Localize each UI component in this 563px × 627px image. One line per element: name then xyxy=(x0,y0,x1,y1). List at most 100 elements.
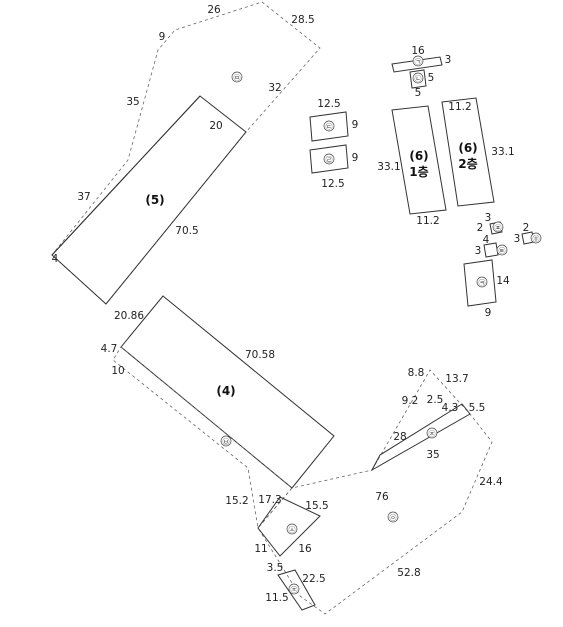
dim-d21: 11.2 xyxy=(416,215,439,227)
dim-d9: 70.5 xyxy=(175,225,198,237)
dim-d42: 24.4 xyxy=(479,476,503,488)
dim-d47: 11 xyxy=(254,543,267,555)
parcel-4 xyxy=(112,295,335,529)
dim-d49: 3.5 xyxy=(267,562,284,574)
dim-d6: 20 xyxy=(209,120,222,132)
building-6-floor-2 xyxy=(441,97,495,207)
dim-d44: 15.2 xyxy=(225,495,248,507)
dim-d3: 9 xyxy=(159,31,166,43)
dim-d29: 9 xyxy=(485,307,492,319)
dim-d32: 10 xyxy=(111,365,124,377)
lower-parcel-boundary xyxy=(257,369,493,615)
parcel-5-boundary xyxy=(51,1,321,305)
marker-c5: ㉤ xyxy=(231,71,243,83)
svg-text:㉢: ㉢ xyxy=(326,123,333,131)
dim-d19: 33.1 xyxy=(377,161,400,173)
svg-text:㉨: ㉨ xyxy=(429,430,436,438)
dim-d28: 14 xyxy=(496,275,510,287)
svg-text:㉬: ㉬ xyxy=(495,224,502,232)
building-3 xyxy=(309,111,349,142)
dim-d26: 4 xyxy=(483,234,490,246)
svg-text:㉠: ㉠ xyxy=(415,58,422,66)
marker-c10: ㉩ xyxy=(288,583,300,595)
label-building-4: (4) xyxy=(216,384,235,398)
building-5-divider xyxy=(51,95,201,256)
marker-c6: ㉥ xyxy=(220,435,232,447)
dim-d46: 15.5 xyxy=(305,500,328,512)
dim-d30: 20.86 xyxy=(114,310,144,322)
marker-c1: ㉠ xyxy=(412,55,424,67)
dim-d52: 52.8 xyxy=(397,567,420,579)
dim-d5: 32 xyxy=(268,82,281,94)
dim-d38: 4.3 xyxy=(442,402,459,414)
marker-c14: ㉭ xyxy=(530,232,542,244)
label-building-6a-no: (6) xyxy=(409,149,428,163)
building-2 xyxy=(409,69,427,89)
building-small-4 xyxy=(463,259,497,307)
building-6-floor-1 xyxy=(391,105,447,215)
svg-text:㉧: ㉧ xyxy=(390,514,397,522)
dim-d35: 13.7 xyxy=(445,373,468,385)
dim-d1: 26 xyxy=(207,4,221,16)
svg-text:㉪: ㉪ xyxy=(479,279,486,287)
dim-d14: 12.5 xyxy=(317,98,340,110)
dim-d43: 76 xyxy=(375,491,389,503)
dim-d12: 5 xyxy=(428,72,435,84)
marker-c8: ㉧ xyxy=(387,511,399,523)
dimension-labels: 26 28.5 9 35 32 20 37 4 70.5 16 3 5 5 12… xyxy=(52,4,530,604)
building-cha xyxy=(277,569,316,611)
dim-d36: 9.2 xyxy=(402,395,419,407)
svg-text:㉤: ㉤ xyxy=(234,74,241,82)
dim-d40: 28 xyxy=(393,431,406,443)
marker-c11: ㉪ xyxy=(476,276,488,288)
marker-c7: ㉦ xyxy=(286,523,298,535)
dim-d25: 3 xyxy=(514,233,521,245)
svg-text:㉭: ㉭ xyxy=(533,235,540,243)
dim-d23: 2 xyxy=(477,222,484,234)
dim-d13: 5 xyxy=(415,87,422,99)
small-buildings xyxy=(309,56,535,307)
dim-d33: 70.58 xyxy=(245,349,275,361)
svg-text:㉩: ㉩ xyxy=(291,586,298,594)
dim-d15: 9 xyxy=(352,119,359,131)
dim-d8: 4 xyxy=(52,253,59,265)
label-building-6b-floor: 2층 xyxy=(458,156,477,171)
dim-d20: 33.1 xyxy=(491,146,514,158)
marker-c9: ㉨ xyxy=(426,427,438,439)
building-sa xyxy=(257,496,321,557)
label-building-6a-floor: 1층 xyxy=(409,164,428,179)
building-4s xyxy=(309,144,349,174)
svg-text:㉡: ㉡ xyxy=(415,75,422,83)
building-1 xyxy=(391,56,443,73)
marker-c2: ㉡ xyxy=(412,72,424,84)
dim-d10: 16 xyxy=(411,45,425,57)
dim-d41: 35 xyxy=(426,449,439,461)
dim-d17: 12.5 xyxy=(321,178,344,190)
dim-d24: 2 xyxy=(523,222,530,234)
label-building-6b-no: (6) xyxy=(458,141,477,155)
dim-d39: 5.5 xyxy=(469,402,486,414)
marker-c3: ㉢ xyxy=(323,120,335,132)
svg-text:㉥: ㉥ xyxy=(223,438,230,446)
dim-d51: 11.5 xyxy=(265,592,288,604)
label-building-5: (5) xyxy=(145,193,164,207)
dim-d4: 35 xyxy=(126,96,139,108)
dim-d50: 22.5 xyxy=(302,573,325,585)
marker-c12: ㉫ xyxy=(496,244,508,256)
svg-text:㉫: ㉫ xyxy=(499,247,506,255)
dim-d45: 17.3 xyxy=(258,494,281,506)
dim-d34: 8.8 xyxy=(408,367,425,379)
svg-text:㉣: ㉣ xyxy=(326,156,333,164)
dim-d16: 9 xyxy=(352,152,359,164)
marker-c4: ㉣ xyxy=(323,153,335,165)
dim-d11: 3 xyxy=(445,54,452,66)
dim-d27: 3 xyxy=(475,245,482,257)
dim-d7: 37 xyxy=(77,191,90,203)
dim-d22: 3 xyxy=(485,212,492,224)
svg-text:㉦: ㉦ xyxy=(289,526,296,534)
building-small-3 xyxy=(483,242,499,258)
marker-c13: ㉬ xyxy=(492,221,504,233)
dim-d2: 28.5 xyxy=(291,14,314,26)
dim-d18: 11.2 xyxy=(448,101,471,113)
